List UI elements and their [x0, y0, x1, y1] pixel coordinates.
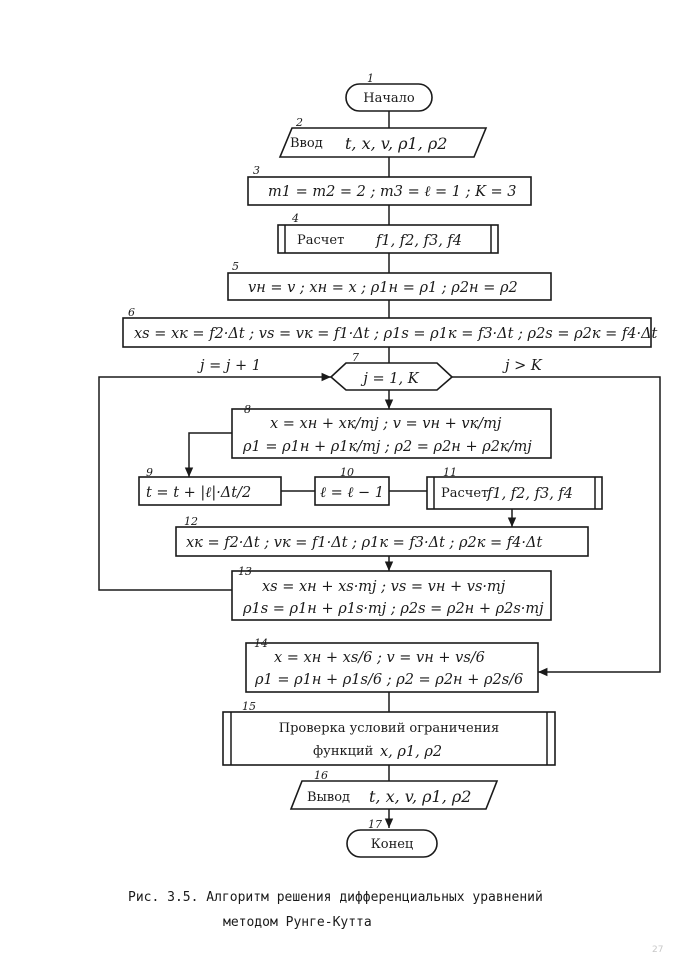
- input-label: Ввод: [290, 136, 323, 151]
- block-number: 14: [254, 637, 268, 650]
- page-corner-mark: 27: [652, 945, 663, 955]
- block-10-counter: 10 ℓ = ℓ − 1: [314, 466, 390, 506]
- block-5-assign: 5 vн = v ; xн = x ; ρ1н = ρ1 ; ρ2н = ρ2: [227, 260, 552, 301]
- start-label: Начало: [363, 91, 415, 106]
- block-number: 12: [184, 515, 198, 528]
- loop-range: j = 1, K: [360, 371, 419, 387]
- accumulate-formula-line1: xs = xн + xs·mj ; vs = vн + vs·mj: [262, 579, 506, 595]
- loop-exit-label: j > K: [502, 358, 543, 374]
- constraints-text-line2-formula: x, ρ1, ρ2: [380, 744, 442, 760]
- time-step-formula: t = t + |ℓ|·Δt/2: [146, 485, 251, 501]
- block-7-loop: 7 j = 1, K j = j + 1 j > K: [197, 351, 543, 391]
- process-box: [122, 317, 652, 348]
- end-terminal: [346, 829, 438, 858]
- block-number: 5: [232, 260, 239, 273]
- block-number: 3: [253, 164, 260, 177]
- block-2-input: 2 Ввод t, x, v, ρ1, ρ2: [278, 116, 488, 158]
- block-15-constraints: 15 Проверка условий ограничения функций …: [222, 700, 556, 766]
- process-box: [314, 476, 390, 506]
- block-17-end: 17 Конец: [346, 818, 438, 858]
- result-formula-line2: ρ1 = ρ1н + ρ1s/6 ; ρ2 = ρ2н + ρ2s/6: [254, 672, 523, 688]
- block-16-output: 16 Вывод t, x, v, ρ1, ρ2: [289, 769, 499, 810]
- block-number: 11: [443, 466, 457, 479]
- block-number: 2: [295, 116, 303, 129]
- block-4-compute: 4 Расчет f1, f2, f3, f4: [277, 212, 499, 254]
- assign-formula: vн = v ; xн = x ; ρ1н = ρ1 ; ρ2н = ρ2: [248, 280, 518, 296]
- output-label: Вывод: [307, 790, 350, 805]
- block-13-accumulate: 13 xs = xн + xs·mj ; vs = vн + vs·mj ρ1s…: [231, 565, 552, 621]
- process-box: [231, 408, 552, 459]
- loop-exit: [452, 376, 661, 677]
- block-14-result: 14 x = xн + xs/6 ; v = vн + vs/6 ρ1 = ρ1…: [245, 637, 539, 693]
- init-formula: m1 = m2 = 2 ; m3 = ℓ = 1 ; K = 3: [268, 184, 517, 200]
- block-12-recompute: 12 xк = f2·Δt ; vк = f1·Δt ; ρ1к = f3·Δt…: [175, 515, 589, 557]
- output-variables: t, x, v, ρ1, ρ2: [369, 787, 471, 806]
- figure-caption: Рис. 3.5. Алгоритм решения дифференциаль…: [128, 890, 543, 930]
- process-box: [247, 176, 532, 206]
- compute-functions: f1, f2, f3, f4: [486, 486, 573, 502]
- loop-increment-label: j = j + 1: [197, 358, 261, 374]
- block-number: 9: [146, 466, 153, 479]
- compute-label: Расчет: [297, 233, 344, 248]
- increments-formula: xs = xк = f2·Δt ; vs = vк = f1·Δt ; ρ1s …: [134, 326, 658, 342]
- block-number: 7: [352, 351, 359, 364]
- block-11-compute: 11 Расчет f1, f2, f3, f4: [426, 466, 603, 510]
- process-box: [175, 526, 589, 557]
- input-variables: t, x, v, ρ1, ρ2: [345, 134, 447, 153]
- loop-hexagon: [329, 362, 454, 391]
- constraints-text-line1: Проверка условий ограничения: [279, 721, 499, 736]
- predefined-process-box: [222, 711, 556, 766]
- process-box: [138, 476, 282, 506]
- block-6-increments: 6 xs = xк = f2·Δt ; vs = vк = f1·Δt ; ρ1…: [122, 306, 658, 348]
- process-box: [231, 570, 552, 621]
- result-formula-line1: x = xн + xs/6 ; v = vн + vs/6: [274, 650, 485, 666]
- caption-line-2: методом Рунге-Кутта: [223, 915, 372, 930]
- predefined-process-box: [277, 224, 499, 254]
- block-number: 10: [340, 466, 354, 479]
- loop-back-increment: [98, 372, 331, 591]
- counter-formula: ℓ = ℓ − 1: [320, 485, 384, 501]
- midpoint-formula-line1: x = xн + xк/mj ; v = vн + vк/mj: [270, 416, 502, 432]
- block-number: 17: [368, 818, 382, 831]
- block-3-init: 3 m1 = m2 = 2 ; m3 = ℓ = 1 ; K = 3: [247, 164, 532, 206]
- constraints-text-line2-label: функций: [313, 744, 373, 759]
- accumulate-formula-line2: ρ1s = ρ1н + ρ1s·mj ; ρ2s = ρ2н + ρ2s·mj: [242, 601, 544, 617]
- predefined-process-box: [426, 476, 603, 510]
- block-number: 6: [128, 306, 135, 319]
- input-parallelogram: [278, 127, 488, 158]
- connectors: [98, 111, 661, 828]
- compute-label: Расчет: [441, 486, 488, 501]
- connector-8-9: [184, 432, 232, 477]
- start-terminal: [345, 83, 433, 112]
- caption-line-1: Рис. 3.5. Алгоритм решения дифференциаль…: [128, 890, 543, 905]
- end-label: Конец: [371, 837, 414, 852]
- block-1-start: 1 Начало: [345, 72, 433, 112]
- recompute-formula: xк = f2·Δt ; vк = f1·Δt ; ρ1к = f3·Δt ; …: [186, 535, 542, 551]
- block-number: 1: [367, 72, 374, 85]
- block-8-midpoint: 8 x = xн + xк/mj ; v = vн + vк/mj ρ1 = ρ…: [231, 403, 552, 459]
- midpoint-formula-line2: ρ1 = ρ1н + ρ1к/mj ; ρ2 = ρ2н + ρ2к/mj: [242, 439, 532, 455]
- process-box: [245, 642, 539, 693]
- output-parallelogram: [289, 780, 499, 810]
- block-number: 4: [291, 212, 299, 225]
- block-number: 13: [238, 565, 252, 578]
- process-box: [227, 272, 552, 301]
- block-number: 15: [242, 700, 256, 713]
- block-9-time-step: 9 t = t + |ℓ|·Δt/2: [138, 466, 282, 506]
- block-number: 16: [314, 769, 328, 782]
- compute-functions: f1, f2, f3, f4: [375, 233, 462, 249]
- block-number: 8: [244, 403, 251, 416]
